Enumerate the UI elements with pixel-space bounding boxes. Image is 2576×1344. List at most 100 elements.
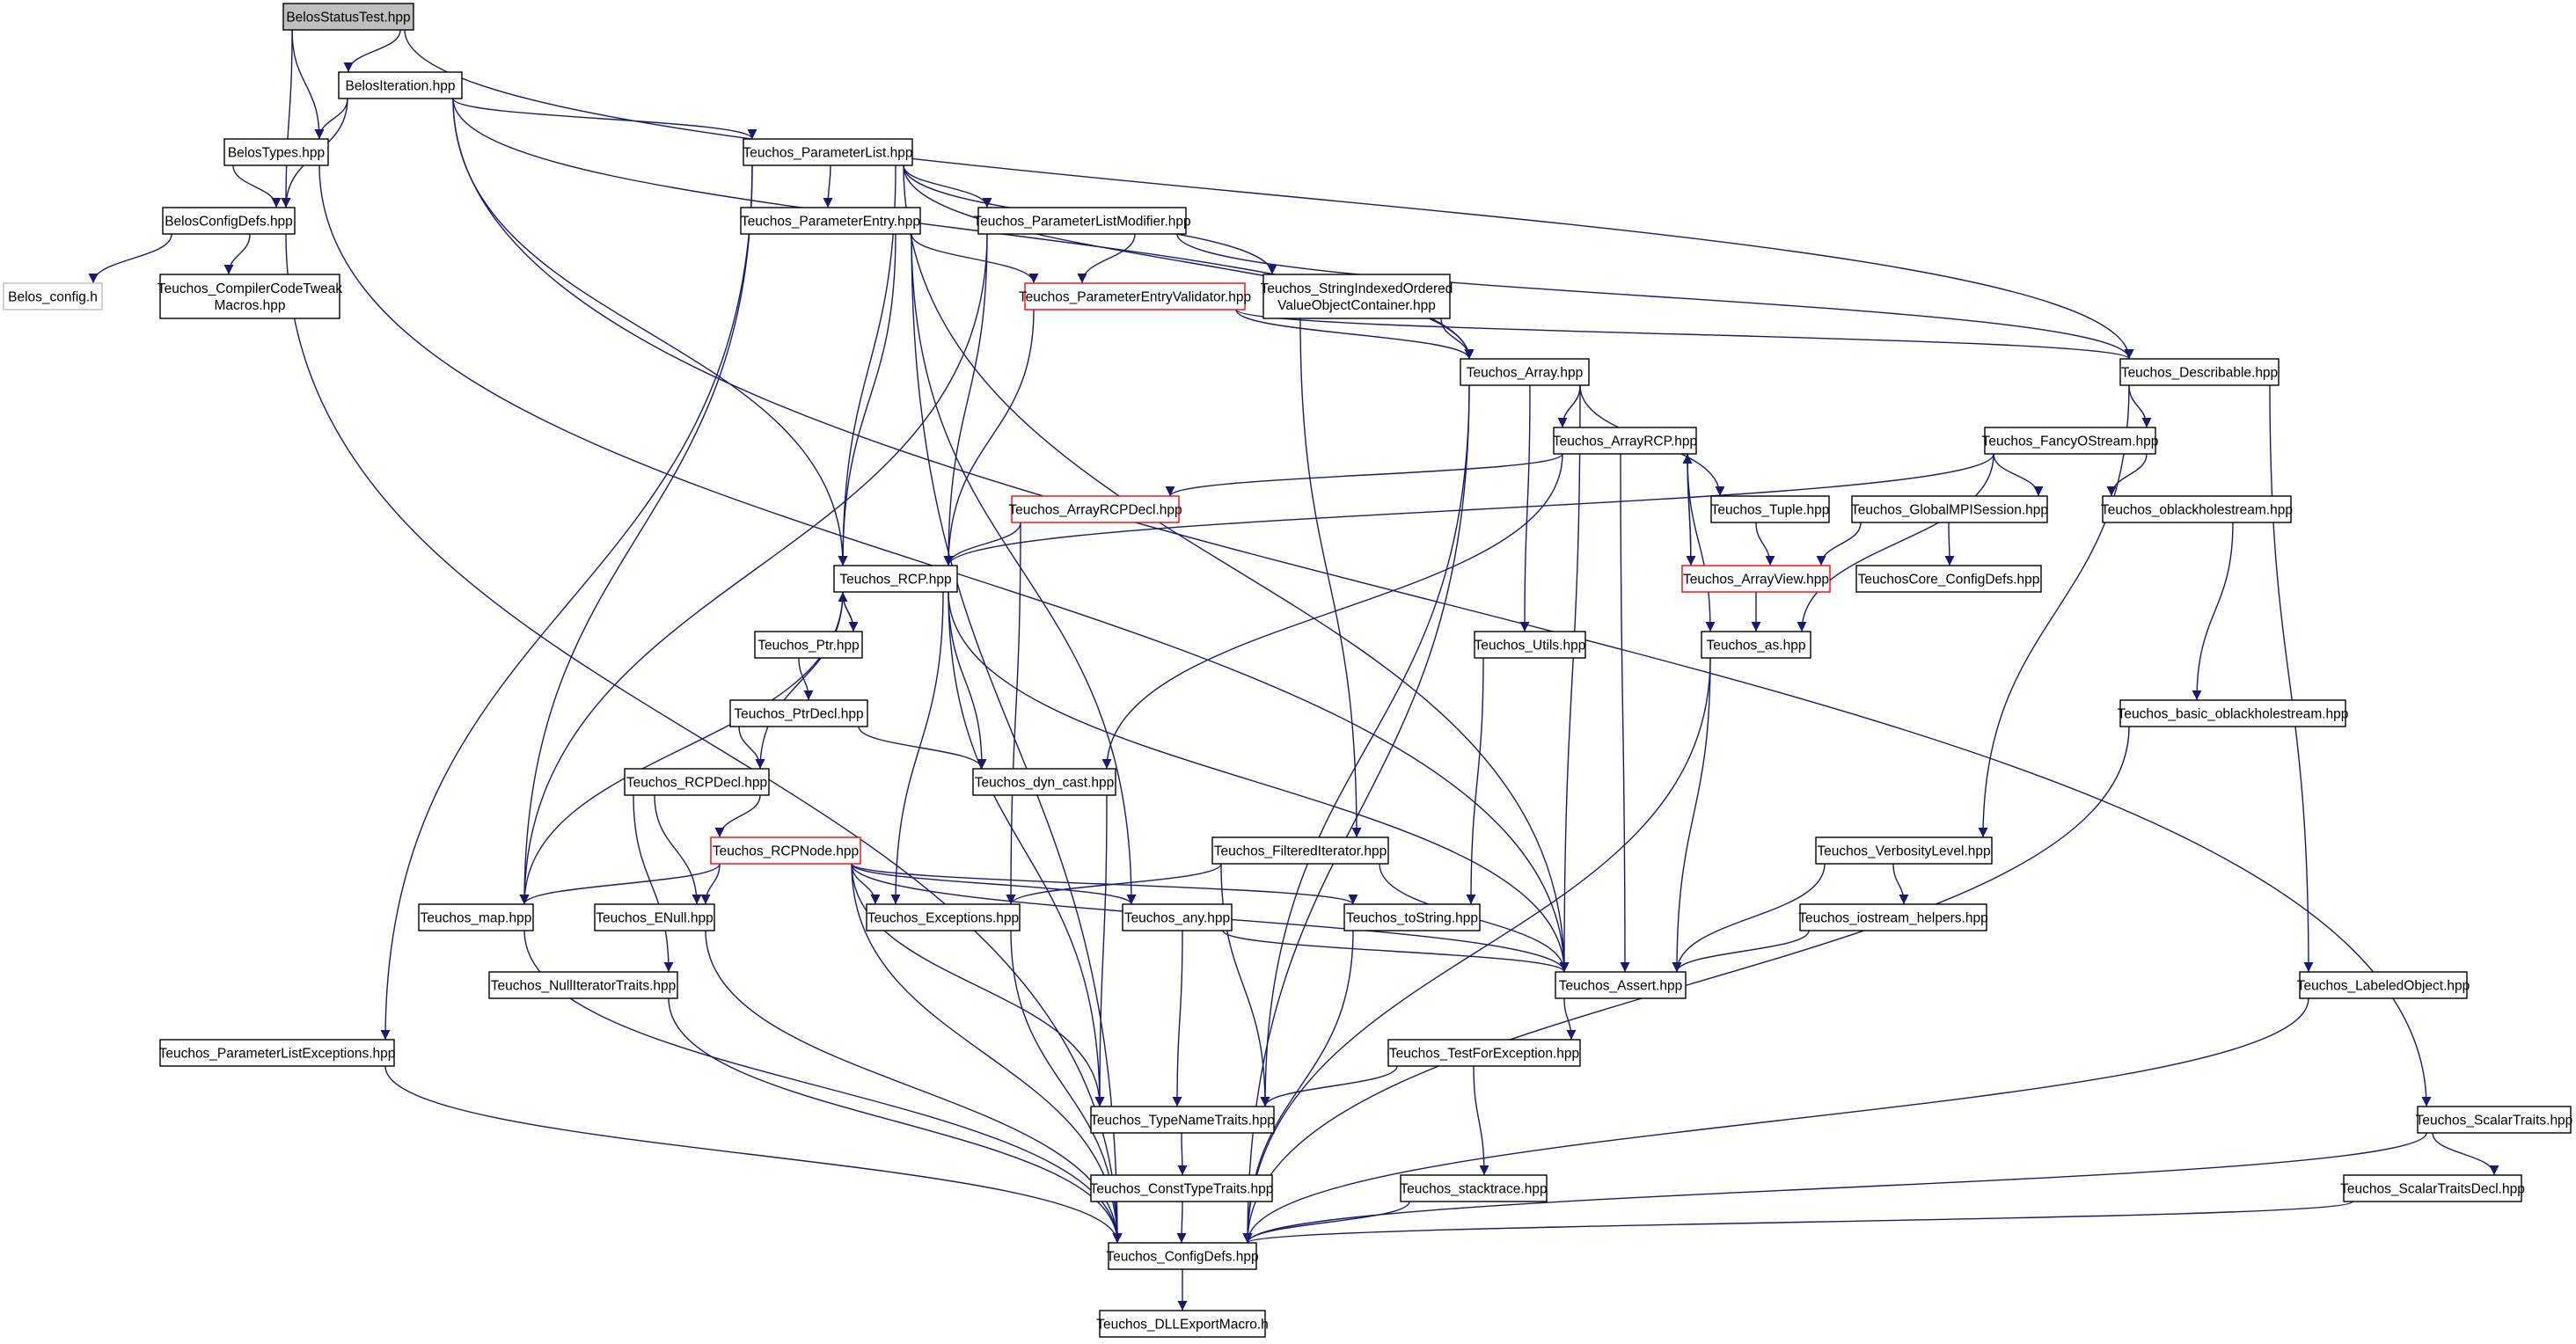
node-GlobalMPISession[interactable]: Teuchos_GlobalMPISession.hpp bbox=[1851, 495, 2048, 523]
edge-LabeledObject-to-ConfigDefs bbox=[1242, 997, 2309, 1244]
node-BelosConfigDefs[interactable]: BelosConfigDefs.hpp bbox=[162, 207, 296, 235]
node-label: Teuchos_ScalarTraitsDecl.hpp bbox=[2340, 1182, 2525, 1197]
node-ParameterList[interactable]: Teuchos_ParameterList.hpp bbox=[743, 138, 913, 166]
node-Ptr[interactable]: Teuchos_Ptr.hpp bbox=[754, 631, 863, 659]
node-box bbox=[1099, 1310, 1266, 1338]
edge-ParameterList-to-ParameterListExceptions bbox=[380, 164, 753, 1041]
edge-FancyOStream-to-RCP bbox=[943, 453, 1994, 566]
node-label: Teuchos_Tuple.hpp bbox=[1711, 503, 1830, 518]
edge-BelosIteration-to-BelosTypes bbox=[314, 98, 348, 140]
edge-oblackholestream-to-basic_oblackholestream bbox=[2192, 522, 2234, 701]
edge-RCPDecl-to-ENull bbox=[654, 794, 702, 905]
node-Assert[interactable]: Teuchos_Assert.hpp bbox=[1555, 971, 1687, 999]
node-label: Teuchos_Describable.hpp bbox=[2121, 366, 2278, 381]
node-ParameterListModifier[interactable]: Teuchos_ParameterListModifier.hpp bbox=[973, 207, 1191, 235]
node-label: Teuchos_ParameterEntryValidator.hpp bbox=[1019, 290, 1251, 305]
edge-BelosConfigDefs-to-ConfigDefs bbox=[285, 233, 1123, 1244]
node-label: Teuchos_oblackholestream.hpp bbox=[2101, 503, 2293, 518]
edge-Describable-to-LabeledObject bbox=[2269, 384, 2314, 973]
node-ScalarTraits[interactable]: Teuchos_ScalarTraits.hpp bbox=[2416, 1106, 2573, 1134]
node-box bbox=[1343, 903, 1481, 931]
node-Array[interactable]: Teuchos_Array.hpp bbox=[1460, 358, 1590, 386]
node-NullIteratorTraits[interactable]: Teuchos_NullIteratorTraits.hpp bbox=[488, 971, 678, 999]
node-oblackholestream[interactable]: Teuchos_oblackholestream.hpp bbox=[2101, 495, 2293, 523]
node-box bbox=[1553, 427, 1697, 455]
edge-RCPNode-to-ENull bbox=[700, 863, 721, 905]
node-box bbox=[2119, 358, 2280, 386]
node-ArrayRCP[interactable]: Teuchos_ArrayRCP.hpp bbox=[1553, 427, 1697, 455]
node-box bbox=[1400, 1174, 1548, 1202]
node-ParameterEntryValidator[interactable]: Teuchos_ParameterEntryValidator.hpp bbox=[1019, 282, 1251, 310]
node-RCP[interactable]: Teuchos_RCP.hpp bbox=[833, 565, 958, 593]
node-PtrDecl[interactable]: Teuchos_PtrDecl.hpp bbox=[729, 699, 868, 727]
edge-RCPNode-to-ConfigDefs bbox=[851, 863, 1123, 1244]
node-Utils[interactable]: Teuchos_Utils.hpp bbox=[1474, 631, 1586, 659]
node-Belos_config[interactable]: Belos_config.h bbox=[3, 282, 103, 310]
node-DLLExportMacro[interactable]: Teuchos_DLLExportMacro.h bbox=[1096, 1310, 1269, 1338]
node-box bbox=[1681, 565, 1831, 593]
node-box bbox=[1701, 631, 1811, 659]
node-label: Teuchos_as.hpp bbox=[1707, 639, 1806, 654]
node-label: Teuchos_map.hpp bbox=[421, 911, 532, 926]
node-box bbox=[282, 3, 414, 31]
node-TestForException[interactable]: Teuchos_TestForException.hpp bbox=[1387, 1039, 1581, 1067]
node-label: Teuchos_ArrayRCPDecl.hpp bbox=[1008, 503, 1182, 518]
node-VerbosityLevel[interactable]: Teuchos_VerbosityLevel.hpp bbox=[1815, 836, 1993, 865]
edge-RCP-to-TypeNameTraits bbox=[948, 591, 1105, 1107]
node-label: Teuchos_CompilerCodeTweak bbox=[157, 281, 342, 296]
node-Tuple[interactable]: Teuchos_Tuple.hpp bbox=[1710, 495, 1830, 523]
node-TypeNameTraits[interactable]: Teuchos_TypeNameTraits.hpp bbox=[1090, 1106, 1275, 1134]
edge-ArrayRCPDecl-to-RCP bbox=[943, 522, 1021, 566]
node-BelosStatusTest[interactable]: BelosStatusTest.hpp bbox=[282, 3, 414, 31]
node-label: Teuchos_RCP.hpp bbox=[839, 573, 951, 588]
edge-basic_oblackholestream-to-ConfigDefs bbox=[1242, 726, 2130, 1244]
edge-TestForException-to-stacktrace bbox=[1473, 1065, 1489, 1176]
node-ENull[interactable]: Teuchos_ENull.hpp bbox=[594, 903, 715, 931]
node-StringIndexed[interactable]: Teuchos_StringIndexedOrderedValueObjectC… bbox=[1261, 274, 1453, 319]
node-iostream_helpers[interactable]: Teuchos_iostream_helpers.hpp bbox=[1798, 903, 1988, 931]
node-CoreConfigDefs[interactable]: TeuchosCore_ConfigDefs.hpp bbox=[1855, 565, 2042, 593]
node-label: Teuchos_GlobalMPISession.hpp bbox=[1851, 503, 2048, 518]
node-Exceptions[interactable]: Teuchos_Exceptions.hpp bbox=[866, 903, 1021, 931]
node-ParameterListExceptions[interactable]: Teuchos_ParameterListExceptions.hpp bbox=[159, 1039, 396, 1067]
node-RCPNode[interactable]: Teuchos_RCPNode.hpp bbox=[710, 836, 861, 865]
node-label: Teuchos_ENull.hpp bbox=[596, 911, 714, 926]
node-ScalarTraitsDecl[interactable]: Teuchos_ScalarTraitsDecl.hpp bbox=[2340, 1174, 2525, 1202]
node-box bbox=[159, 274, 340, 319]
node-ParameterEntry[interactable]: Teuchos_ParameterEntry.hpp bbox=[740, 207, 921, 235]
node-box bbox=[866, 903, 1021, 931]
node-any[interactable]: Teuchos_any.hpp bbox=[1122, 903, 1233, 931]
edge-as-to-ConfigDefs bbox=[1242, 657, 1711, 1244]
node-LabeledObject[interactable]: Teuchos_LabeledObject.hpp bbox=[2297, 971, 2470, 999]
edge-StringIndexed-to-FilteredIterator bbox=[1299, 318, 1362, 838]
node-stacktrace[interactable]: Teuchos_stacktrace.hpp bbox=[1400, 1174, 1548, 1202]
node-box bbox=[1851, 495, 2048, 523]
node-box bbox=[1984, 427, 2156, 455]
node-box bbox=[740, 207, 921, 235]
node-FilteredIterator[interactable]: Teuchos_FilteredIterator.hpp bbox=[1211, 836, 1389, 865]
node-FancyOStream[interactable]: Teuchos_FancyOStream.hpp bbox=[1982, 427, 2159, 455]
node-label: Teuchos_ParameterListExceptions.hpp bbox=[159, 1047, 396, 1062]
node-box bbox=[488, 971, 678, 999]
edge-RCPNode-to-any bbox=[851, 863, 1137, 905]
node-basic_oblackholestream[interactable]: Teuchos_basic_oblackholestream.hpp bbox=[2118, 699, 2349, 727]
node-label: Macros.hpp bbox=[215, 298, 286, 313]
node-Describable[interactable]: Teuchos_Describable.hpp bbox=[2119, 358, 2280, 386]
node-ArrayRCPDecl[interactable]: Teuchos_ArrayRCPDecl.hpp bbox=[1008, 495, 1182, 523]
node-ArrayView[interactable]: Teuchos_ArrayView.hpp bbox=[1681, 565, 1831, 593]
node-dyn_cast[interactable]: Teuchos_dyn_cast.hpp bbox=[972, 768, 1116, 796]
node-ConstTypeTraits[interactable]: Teuchos_ConstTypeTraits.hpp bbox=[1090, 1174, 1274, 1202]
node-map[interactable]: Teuchos_map.hpp bbox=[418, 903, 534, 931]
node-label: Teuchos_FilteredIterator.hpp bbox=[1214, 844, 1387, 859]
node-RCPDecl[interactable]: Teuchos_RCPDecl.hpp bbox=[624, 768, 770, 796]
edge-ParameterList-to-ParameterEntry bbox=[823, 164, 833, 208]
node-BelosIteration[interactable]: BelosIteration.hpp bbox=[338, 71, 463, 99]
node-as[interactable]: Teuchos_as.hpp bbox=[1701, 631, 1811, 659]
node-BelosTypes[interactable]: BelosTypes.hpp bbox=[223, 138, 329, 166]
node-box bbox=[1122, 903, 1233, 931]
node-toString[interactable]: Teuchos_toString.hpp bbox=[1343, 903, 1481, 931]
edge-BelosIteration-to-ParameterList bbox=[452, 98, 757, 140]
edge-BelosTypes-to-BelosConfigDefs bbox=[232, 164, 282, 208]
node-ConfigDefs[interactable]: Teuchos_ConfigDefs.hpp bbox=[1106, 1242, 1259, 1270]
